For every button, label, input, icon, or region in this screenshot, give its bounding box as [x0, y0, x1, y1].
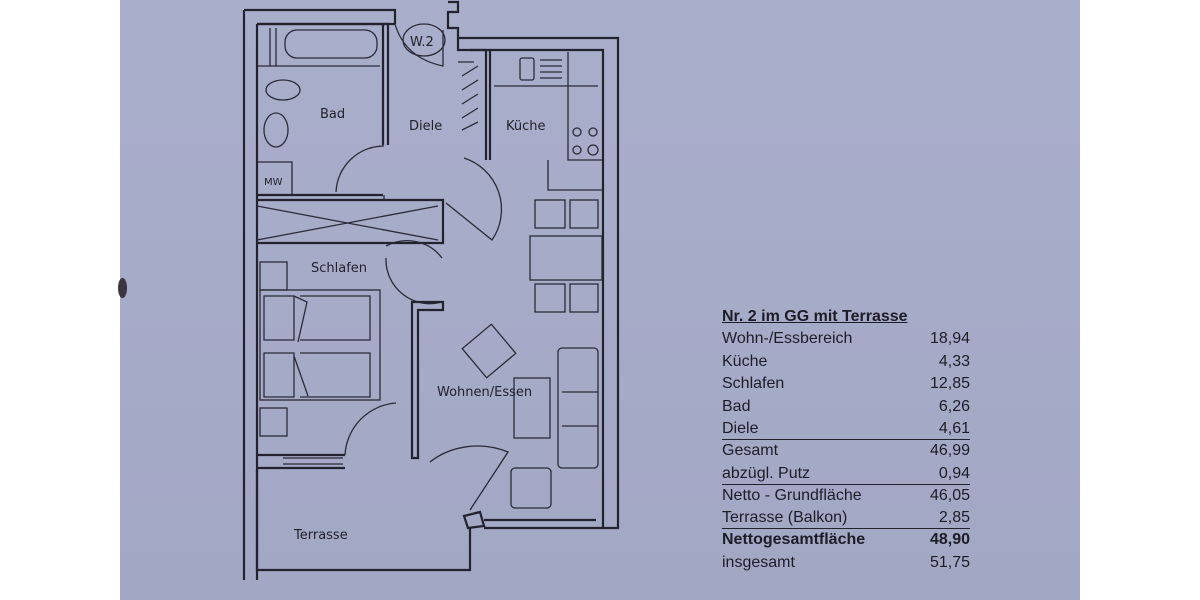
row-label: Diele	[722, 420, 759, 437]
row-value: 6,26	[938, 397, 970, 415]
living-dining	[429, 199, 603, 530]
bathtub-icon	[284, 29, 378, 59]
sink-icon	[263, 112, 289, 148]
chair-icon	[569, 199, 599, 229]
table-row: Küche 4,33	[722, 351, 970, 374]
wardrobe	[256, 195, 445, 245]
armchair-icon	[461, 323, 517, 379]
row-label: Gesamt	[722, 442, 779, 459]
room-label-terrasse: Terrasse	[293, 528, 348, 543]
table-row: Diele 4,61	[722, 418, 970, 440]
bedroom	[257, 240, 445, 470]
microwave-label: MW	[264, 177, 283, 188]
terrace	[255, 470, 472, 572]
table-row: Schlafen 12,85	[722, 373, 970, 396]
row-value: 2,85	[938, 509, 970, 526]
table-row: Wohn-/Essbereich 18,94	[722, 328, 970, 351]
row-value: 0,94	[938, 464, 970, 482]
table-row: abzügl. Putz 0,94	[722, 463, 970, 485]
chair-icon	[534, 199, 566, 229]
row-label: Netto - Grundfläche	[722, 486, 862, 504]
sink-icon	[519, 57, 535, 81]
coffee-table-icon	[513, 377, 551, 439]
paper-mark	[118, 278, 127, 298]
row-value: 51,75	[929, 553, 970, 571]
row-label: Bad	[722, 397, 751, 415]
chair-icon	[534, 283, 566, 313]
room-label-diele: Diele	[409, 119, 442, 134]
row-label: Küche	[722, 352, 768, 370]
area-table-title: Nr. 2 im GG mit Terrasse	[722, 308, 908, 325]
unit-tag-label: W.2	[410, 35, 434, 50]
row-label: Schlafen	[722, 375, 785, 392]
armchair-icon	[510, 467, 552, 509]
table-row: Netto - Grundfläche 46,05	[722, 485, 970, 508]
row-value: 4,61	[938, 420, 970, 437]
double-bed-icon	[259, 289, 381, 401]
row-value: 4,33	[938, 352, 970, 370]
row-value: 46,05	[929, 486, 970, 504]
row-label: insgesamt	[722, 553, 795, 571]
area-table: Nr. 2 im GG mit Terrasse Wohn-/Essbereic…	[722, 306, 970, 574]
bathroom	[257, 22, 390, 197]
table-row: Terrasse (Balkon) 2,85	[722, 507, 970, 529]
row-value: 18,94	[929, 330, 970, 347]
sofa-icon	[557, 347, 599, 469]
row-value: 48,90	[929, 531, 970, 548]
dining-table-icon	[529, 235, 603, 281]
row-label: abzügl. Putz	[722, 464, 811, 482]
row-label: Nettogesamtfläche	[722, 531, 866, 548]
nightstand-icon	[259, 261, 288, 291]
table-row-total: Gesamt 46,99	[722, 440, 970, 463]
room-label-wohnen-essen: Wohnen/Essen	[437, 385, 532, 400]
room-label-schlafen: Schlafen	[311, 261, 367, 276]
table-row: Bad 6,26	[722, 396, 970, 419]
row-label: Wohn-/Essbereich	[722, 330, 853, 347]
kitchen	[494, 52, 603, 191]
table-row-net-total: Nettogesamtfläche 48,90	[722, 529, 970, 552]
room-label-bad: Bad	[320, 107, 345, 122]
unit-tag-icon	[402, 23, 446, 57]
chair-icon	[569, 283, 599, 313]
table-row-grand-total: insgesamt 51,75	[722, 552, 970, 575]
nightstand-icon	[259, 407, 288, 437]
row-value: 46,99	[929, 442, 970, 459]
toilet-icon	[265, 79, 301, 101]
row-value: 12,85	[929, 375, 970, 392]
room-label-kueche: Küche	[506, 119, 546, 134]
row-label: Terrasse (Balkon)	[722, 509, 848, 526]
